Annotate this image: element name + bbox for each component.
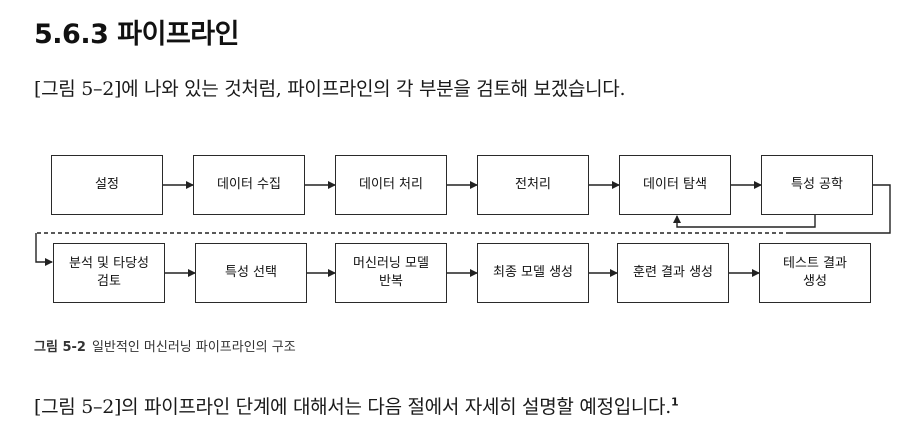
step-model-iteration: 머신러닝 모델 반복 xyxy=(335,243,447,303)
outro-paragraph: [그림 5–2]의 파이프라인 단계에 대해서는 다음 절에서 자세히 설명할 … xyxy=(34,392,679,419)
step-training-results: 훈련 결과 생성 xyxy=(617,243,729,303)
step-preprocessing: 전처리 xyxy=(477,155,589,215)
step-data-processing: 데이터 처리 xyxy=(335,155,447,215)
step-final-model: 최종 모델 생성 xyxy=(477,243,589,303)
footnote-marker: 1 xyxy=(670,395,679,409)
step-feature-engineering: 특성 공학 xyxy=(761,155,873,215)
intro-paragraph: [그림 5–2]에 나와 있는 것처럼, 파이프라인의 각 부분을 검토해 보겠… xyxy=(34,78,626,100)
step-test-results: 테스트 결과 생성 xyxy=(759,243,871,303)
step-feature-selection: 특성 선택 xyxy=(195,243,307,303)
wrap-connector-down xyxy=(35,233,53,266)
section-heading: 5.6.3 파이프라인 xyxy=(34,19,239,50)
step-data-collection: 데이터 수집 xyxy=(193,155,305,215)
step-setup: 설정 xyxy=(51,155,163,215)
step-analysis-validation: 분석 및 타당성 검토 xyxy=(53,243,165,303)
loopback-arrow xyxy=(673,215,816,228)
figure-caption-text: 일반적인 머신러닝 파이프라인의 구조 xyxy=(91,340,296,355)
figure-caption: 그림 5-2 일반적인 머신러닝 파이프라인의 구조 xyxy=(34,336,296,355)
step-data-exploration: 데이터 탐색 xyxy=(619,155,731,215)
outro-text: [그림 5–2]의 파이프라인 단계에 대해서는 다음 절에서 자세히 설명할 … xyxy=(34,396,671,418)
figure-caption-label: 그림 5-2 xyxy=(34,340,86,355)
